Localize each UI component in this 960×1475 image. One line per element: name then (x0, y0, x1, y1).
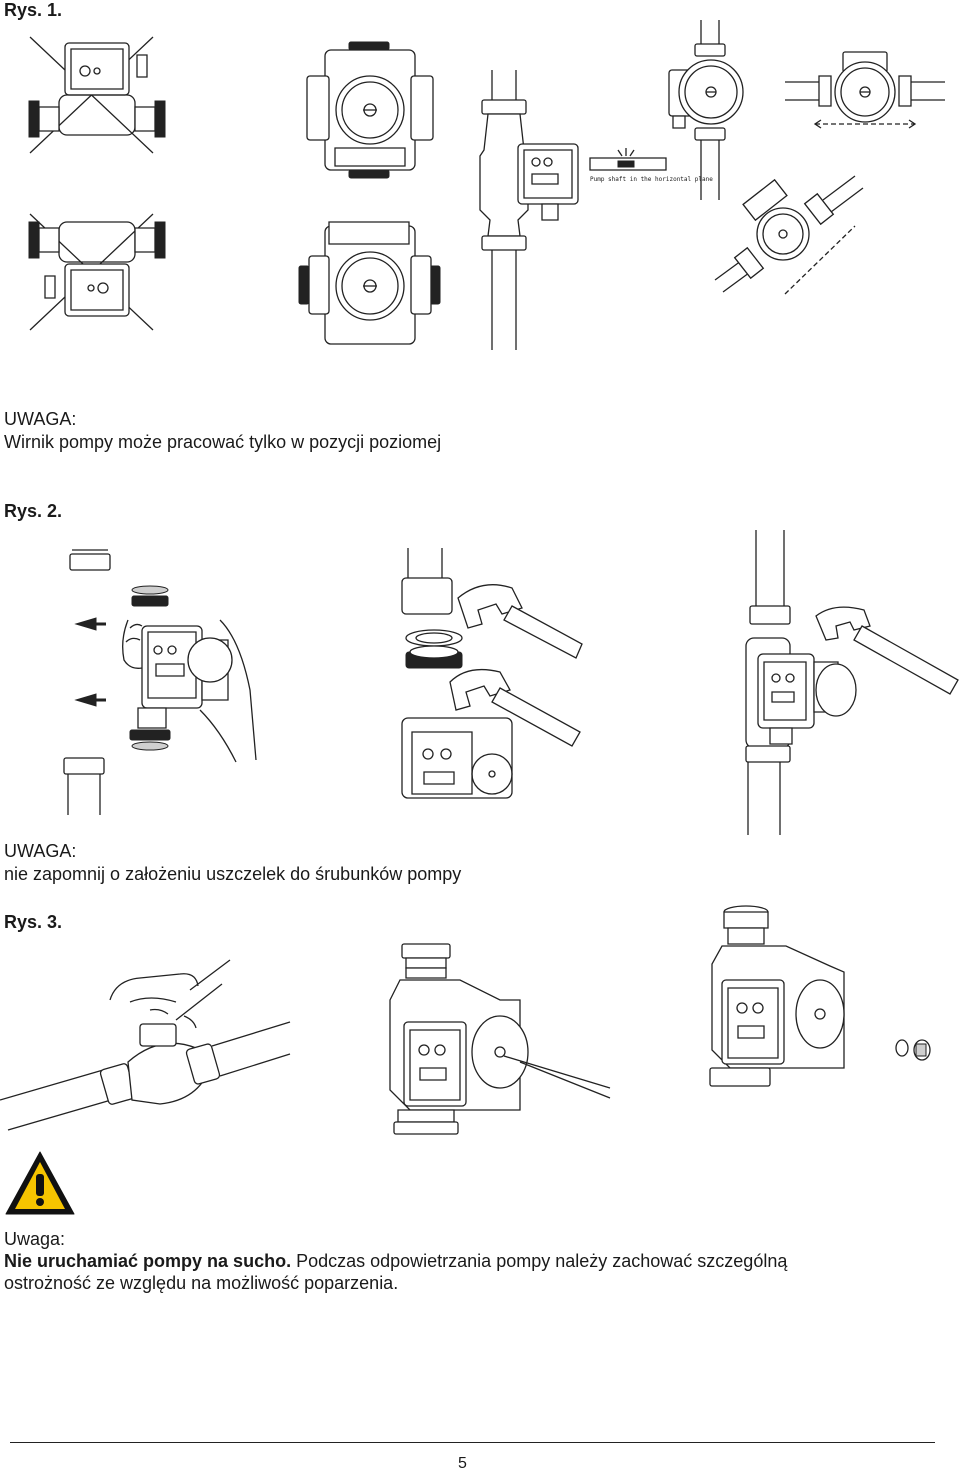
warning-triangle-icon (4, 1150, 76, 1216)
fig2-title: Rys. 2. (4, 501, 63, 521)
fig2-wrench-closeup (372, 548, 584, 798)
fig2-pump-installed-wrench (740, 530, 960, 835)
fig3-pump-screwdriver (380, 940, 615, 1140)
fig1-pump-front-bottom (297, 220, 442, 350)
fig2-note-label: UWAGA: (4, 841, 77, 861)
fig1-note-text: Wirnik pompy może pracować tylko w pozyc… (4, 432, 442, 452)
fig1-title: Rys. 1. (4, 0, 63, 20)
fig2-note-text: nie zapomnij o założeniu uszczelek do śr… (4, 864, 462, 884)
fig1-pump-front-top (305, 40, 435, 180)
fig1-pump-wrong-down (25, 212, 175, 332)
warning-line1: Nie uruchamiać pompy na sucho. Podczas o… (4, 1250, 787, 1272)
fig1-pump-side-upright (665, 20, 755, 200)
fig2-install-hand-pump (60, 550, 270, 815)
fig1-note-label: UWAGA: (4, 409, 77, 429)
fig3-title: Rys. 3. (4, 912, 63, 932)
warning-text-line1: Podczas odpowietrzania pompy należy zach… (291, 1251, 788, 1271)
fig3-valve-hand (0, 950, 295, 1140)
fig1-pump-wrong-up (25, 35, 175, 155)
warning-label: Uwaga: (4, 1229, 66, 1249)
fig1-pump-horizontal-pipe (785, 48, 945, 133)
fig3-pump-plug-removed (700, 902, 940, 1092)
fig1-shaft-caption: Pump shaft in the horizontal plane (590, 176, 713, 183)
warning-text-line2: ostrożność ze względu na możliwość popar… (4, 1273, 399, 1293)
fig1-pump-tilted-pipe (715, 168, 865, 298)
page-number: 5 (458, 1455, 467, 1472)
warning-bold-text: Nie uruchamiać pompy na sucho. (4, 1251, 292, 1271)
footer-rule (10, 1442, 935, 1443)
fig1-pump-vertical-pipe (478, 70, 678, 350)
